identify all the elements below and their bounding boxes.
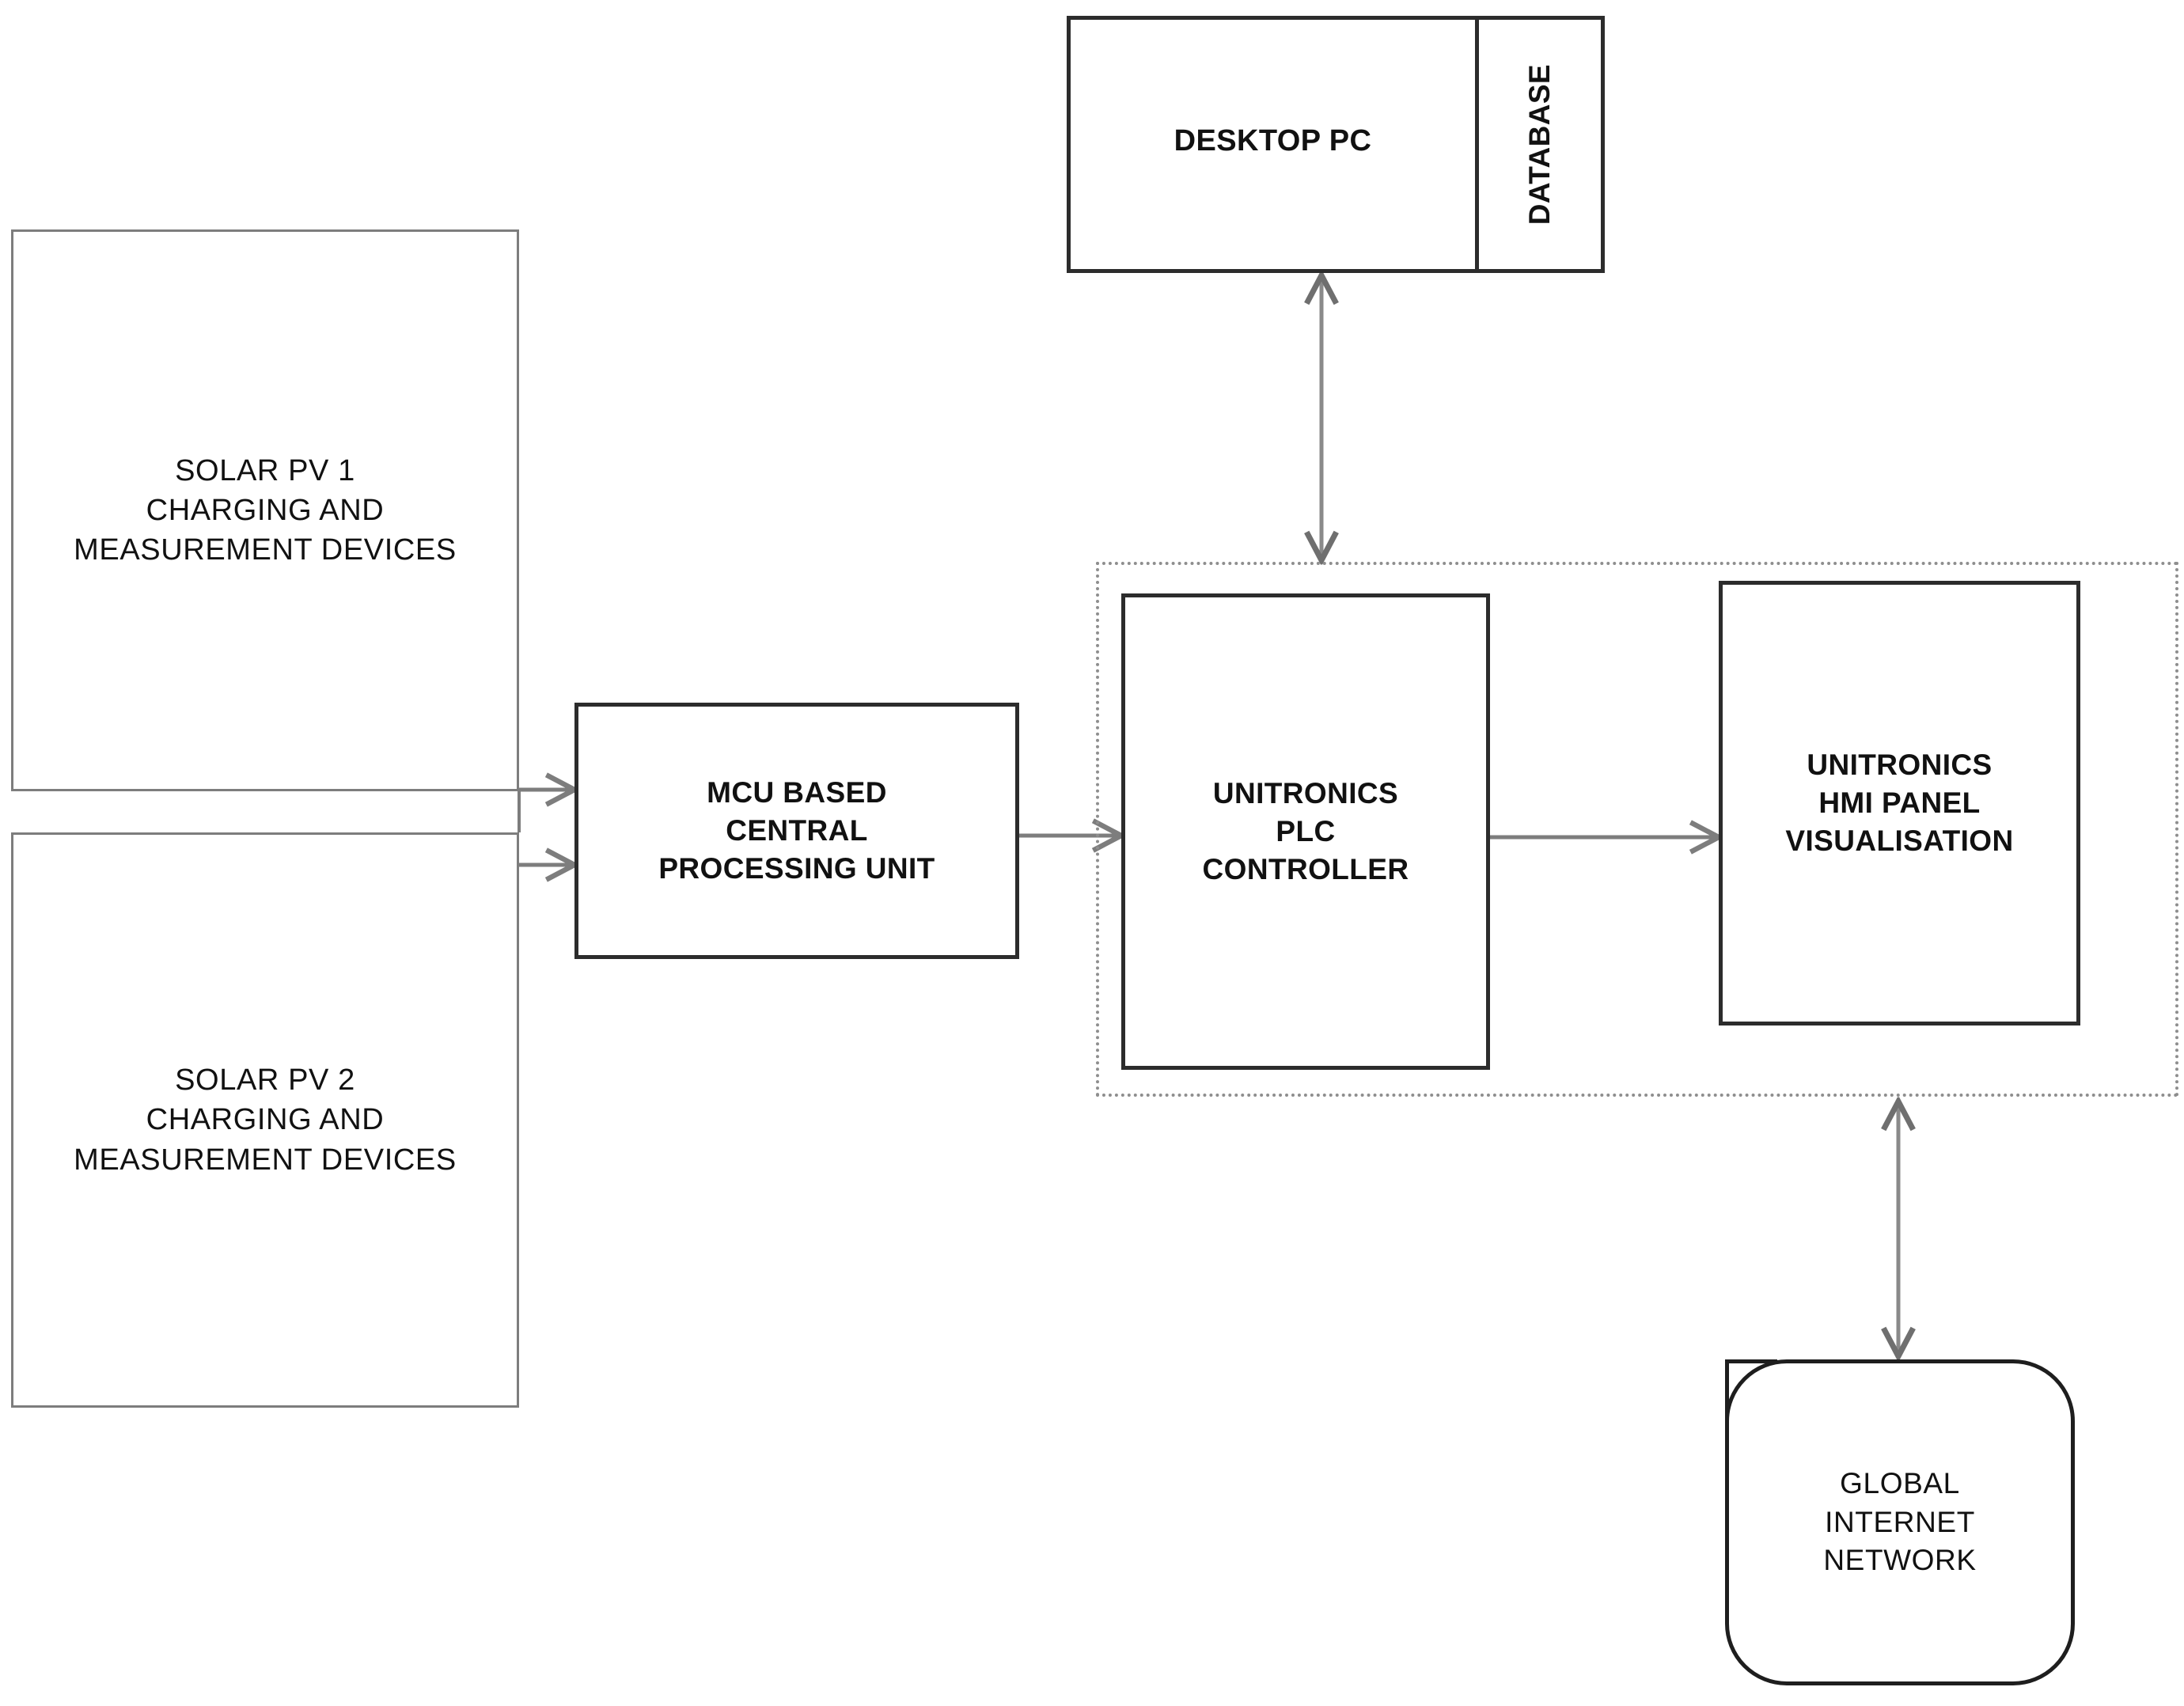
mcu-label: MCU BASED CENTRAL PROCESSING UNIT bbox=[658, 775, 935, 885]
unitronics-hmi-panel-block: UNITRONICS HMI PANEL VISUALISATION bbox=[1719, 581, 2080, 1025]
plc-label: UNITRONICS PLC CONTROLLER bbox=[1202, 776, 1409, 886]
global-internet-network-block: GLOBAL INTERNET NETWORK bbox=[1725, 1359, 2075, 1685]
desktop-pc-panel: DESKTOP PC bbox=[1071, 20, 1479, 269]
solar-pv-1-block: SOLAR PV 1 CHARGING AND MEASUREMENT DEVI… bbox=[11, 229, 519, 791]
plc-group-enclosure bbox=[1096, 562, 2178, 1097]
desktop-pc-block: DESKTOP PC DATABASE bbox=[1067, 16, 1605, 273]
solar-pv-1-label: SOLAR PV 1 CHARGING AND MEASUREMENT DEVI… bbox=[74, 453, 457, 567]
mcu-central-processing-unit-block: MCU BASED CENTRAL PROCESSING UNIT bbox=[574, 703, 1019, 959]
solar-pv-2-block: SOLAR PV 2 CHARGING AND MEASUREMENT DEVI… bbox=[11, 832, 519, 1408]
desktop-pc-label: DESKTOP PC bbox=[1174, 123, 1372, 157]
database-label: DATABASE bbox=[1522, 63, 1556, 226]
solar-pv-2-label: SOLAR PV 2 CHARGING AND MEASUREMENT DEVI… bbox=[74, 1063, 457, 1177]
hmi-label: UNITRONICS HMI PANEL VISUALISATION bbox=[1785, 748, 2014, 858]
unitronics-plc-controller-block: UNITRONICS PLC CONTROLLER bbox=[1121, 593, 1490, 1070]
database-panel: DATABASE bbox=[1479, 20, 1601, 269]
global-internet-network-label: GLOBAL INTERNET NETWORK bbox=[1823, 1466, 1977, 1577]
